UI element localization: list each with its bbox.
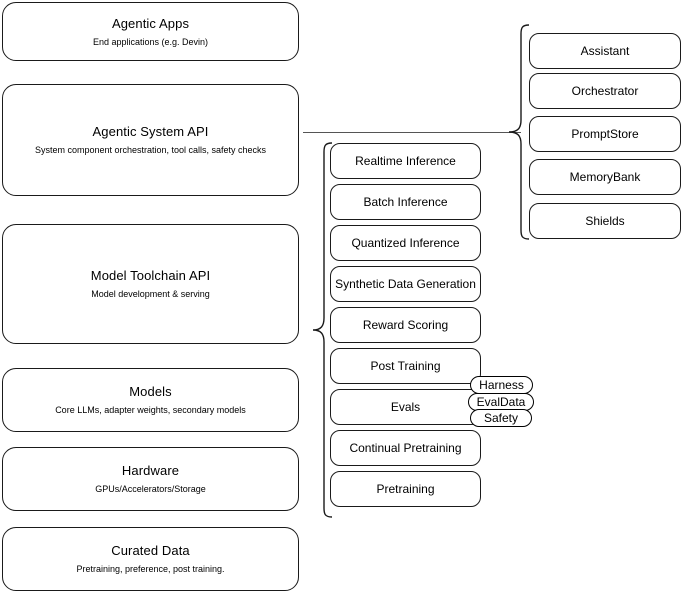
component-assistant[interactable]: Assistant xyxy=(529,33,681,69)
brace-right-components xyxy=(505,22,533,242)
layer-subtitle: Core LLMs, adapter weights, secondary mo… xyxy=(55,405,246,415)
layer-title: Agentic System API xyxy=(92,124,209,139)
capability-label: Continual Pretraining xyxy=(349,441,462,455)
component-label: PromptStore xyxy=(571,127,639,141)
component-orchestrator[interactable]: Orchestrator xyxy=(529,73,681,109)
layer-title: Model Toolchain API xyxy=(90,268,211,283)
eval-badge-label: Safety xyxy=(483,411,519,425)
component-label: Assistant xyxy=(580,44,630,58)
layer-agentic-system-api[interactable]: Agentic System API System component orch… xyxy=(2,84,299,196)
layer-subtitle: GPUs/Accelerators/Storage xyxy=(95,484,206,494)
layer-subtitle: Model development & serving xyxy=(91,289,210,299)
capability-continual-pretraining[interactable]: Continual Pretraining xyxy=(330,430,481,466)
capability-batch-inference[interactable]: Batch Inference xyxy=(330,184,481,220)
layer-title: Agentic Apps xyxy=(111,15,190,31)
capability-pretraining[interactable]: Pretraining xyxy=(330,471,481,507)
layer-models[interactable]: Models Core LLMs, adapter weights, secon… xyxy=(2,368,299,432)
capability-label: Quantized Inference xyxy=(351,236,460,250)
capability-label: Batch Inference xyxy=(363,195,448,209)
component-label: Shields xyxy=(585,214,625,228)
layer-subtitle: End applications (e.g. Devin) xyxy=(92,36,209,47)
layer-subtitle: Pretraining, preference, post training. xyxy=(76,564,225,574)
capability-label: Reward Scoring xyxy=(362,318,449,332)
capability-synthetic-data-generation[interactable]: Synthetic Data Generation xyxy=(330,266,481,302)
layer-subtitle: System component orchestration, tool cal… xyxy=(34,145,267,155)
layer-agentic-apps[interactable]: Agentic Apps End applications (e.g. Devi… xyxy=(2,2,299,61)
eval-badge-harness[interactable]: Harness xyxy=(470,376,533,394)
capability-label: Synthetic Data Generation xyxy=(335,277,476,291)
layer-curated-data[interactable]: Curated Data Pretraining, preference, po… xyxy=(2,527,299,591)
brace-middle-toolchain xyxy=(310,140,336,522)
component-shields[interactable]: Shields xyxy=(529,203,681,239)
capability-label: Pretraining xyxy=(376,482,435,496)
capability-label: Evals xyxy=(390,400,421,414)
capability-realtime-inference[interactable]: Realtime Inference xyxy=(330,143,481,179)
layer-model-toolchain-api[interactable]: Model Toolchain API Model development & … xyxy=(2,224,299,344)
capability-label: Realtime Inference xyxy=(355,154,456,168)
eval-badge-safety[interactable]: Safety xyxy=(470,409,532,427)
eval-badge-label: Harness xyxy=(479,378,524,392)
component-promptstore[interactable]: PromptStore xyxy=(529,116,681,152)
capability-quantized-inference[interactable]: Quantized Inference xyxy=(330,225,481,261)
capability-evals[interactable]: Evals xyxy=(330,389,481,425)
capability-reward-scoring[interactable]: Reward Scoring xyxy=(330,307,481,343)
component-label: MemoryBank xyxy=(569,170,641,184)
layer-title: Models xyxy=(129,384,172,399)
layer-hardware[interactable]: Hardware GPUs/Accelerators/Storage xyxy=(2,447,299,511)
capability-post-training[interactable]: Post Training xyxy=(330,348,481,384)
eval-badge-label: EvalData xyxy=(476,395,526,409)
layer-title: Hardware xyxy=(121,463,180,478)
capability-label: Post Training xyxy=(370,359,441,373)
component-label: Orchestrator xyxy=(571,84,639,98)
component-memorybank[interactable]: MemoryBank xyxy=(529,159,681,195)
connector-system-api-to-components xyxy=(303,132,521,133)
layer-title: Curated Data xyxy=(111,543,190,558)
